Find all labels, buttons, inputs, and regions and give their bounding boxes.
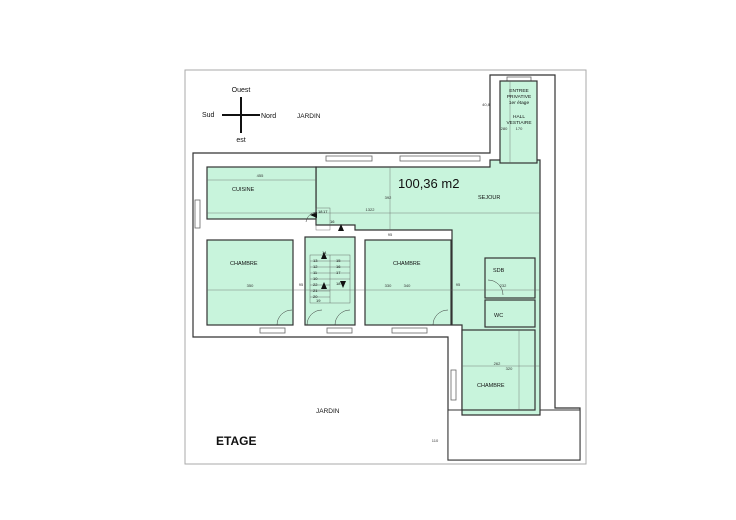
svg-text:16: 16: [336, 264, 341, 269]
svg-text:17: 17: [336, 270, 341, 275]
svg-text:20: 20: [313, 294, 318, 299]
compass: Ouest Sud Nord est: [202, 87, 276, 144]
svg-text:11: 11: [313, 270, 318, 275]
stair-arrow-down-icon: [340, 281, 346, 288]
entree-label: 1er étage: [509, 100, 530, 106]
staircase: [309, 207, 351, 304]
svg-text:12: 12: [313, 264, 318, 269]
window: [326, 327, 353, 334]
dim-corridor: 95: [388, 232, 393, 237]
floor-title: ETAGE: [216, 434, 256, 448]
window: [325, 155, 373, 162]
room-label-chambre-3: CHAMBRE: [477, 383, 505, 389]
stair-arrow-up-icon: [338, 224, 344, 231]
svg-text:13: 13: [313, 258, 318, 263]
dim-hall-w: 170: [516, 126, 523, 131]
entree-label: PRIVATIVE: [507, 94, 531, 100]
dim-sejour-h: 392: [385, 195, 392, 200]
window: [391, 327, 428, 334]
dim-chambre-3-h: 320: [506, 366, 513, 371]
garden-label-north: JARDIN: [297, 113, 321, 120]
window: [399, 155, 481, 162]
room-chambre-1: [206, 239, 294, 326]
svg-text:19: 19: [316, 298, 321, 303]
dim-cuisine: 455: [257, 173, 264, 178]
dim-chambre-2-h: 330: [385, 283, 392, 288]
svg-text:14: 14: [322, 250, 327, 255]
dim-hall-h: 280: [501, 126, 508, 131]
room-label-wc: WC: [494, 313, 503, 319]
dim-chambre-3-w: 262: [494, 361, 501, 366]
dim-chambre-2-w: 340: [404, 283, 411, 288]
room-chambre-3: [461, 329, 536, 411]
svg-text:21: 21: [313, 288, 318, 293]
room-wc: [484, 299, 536, 328]
window: [194, 199, 201, 229]
dim-sdb: 232: [500, 283, 507, 288]
dim-jardin: 110: [432, 438, 439, 443]
svg-text:10: 10: [313, 276, 318, 281]
garden-label-south: JARDIN: [316, 408, 340, 415]
room-chambre-2: [364, 239, 452, 326]
terrace: [447, 409, 581, 461]
room-label-sejour: SEJOUR: [478, 195, 500, 201]
dim-entree: 40,8: [482, 102, 491, 107]
dim-sejour-w: 1322: [366, 207, 376, 212]
svg-text:18: 18: [318, 209, 323, 214]
dim-corridor: 95: [299, 282, 304, 287]
compass-south: Sud: [202, 112, 215, 119]
compass-west: Ouest: [232, 87, 251, 94]
room-sdb: [484, 257, 536, 299]
room-label-chambre-2: CHAMBRE: [393, 261, 421, 267]
area-label: 100,36 m2: [398, 176, 459, 191]
svg-text:16: 16: [330, 219, 335, 224]
svg-text:17: 17: [323, 209, 328, 214]
room-cuisine: [206, 166, 317, 220]
hall-label: HALL: [513, 114, 525, 120]
room-label-sdb: SDB: [493, 268, 505, 274]
compass-east: est: [236, 137, 245, 144]
window: [450, 369, 457, 401]
svg-text:22: 22: [313, 282, 318, 287]
dim-corridor: 95: [456, 282, 461, 287]
room-label-chambre-1: CHAMBRE: [230, 261, 258, 267]
svg-text:18: 18: [336, 281, 341, 286]
entree-label: ENTREE: [509, 88, 528, 94]
door-swings: [276, 211, 504, 326]
hall-label: VESTIAIRE: [506, 120, 531, 126]
stair-arrow-up-icon: [321, 282, 327, 289]
room-label-cuisine: CUISINE: [232, 187, 255, 193]
room-hall: [499, 80, 538, 164]
window: [259, 327, 286, 334]
stair-arrow-icon: [310, 212, 317, 218]
dim-chambre-1: 350: [247, 283, 254, 288]
stair-arrow-up-icon: [321, 252, 327, 259]
svg-text:15: 15: [336, 258, 341, 263]
dimension-lines: [207, 81, 540, 410]
compass-north: Nord: [261, 113, 276, 120]
